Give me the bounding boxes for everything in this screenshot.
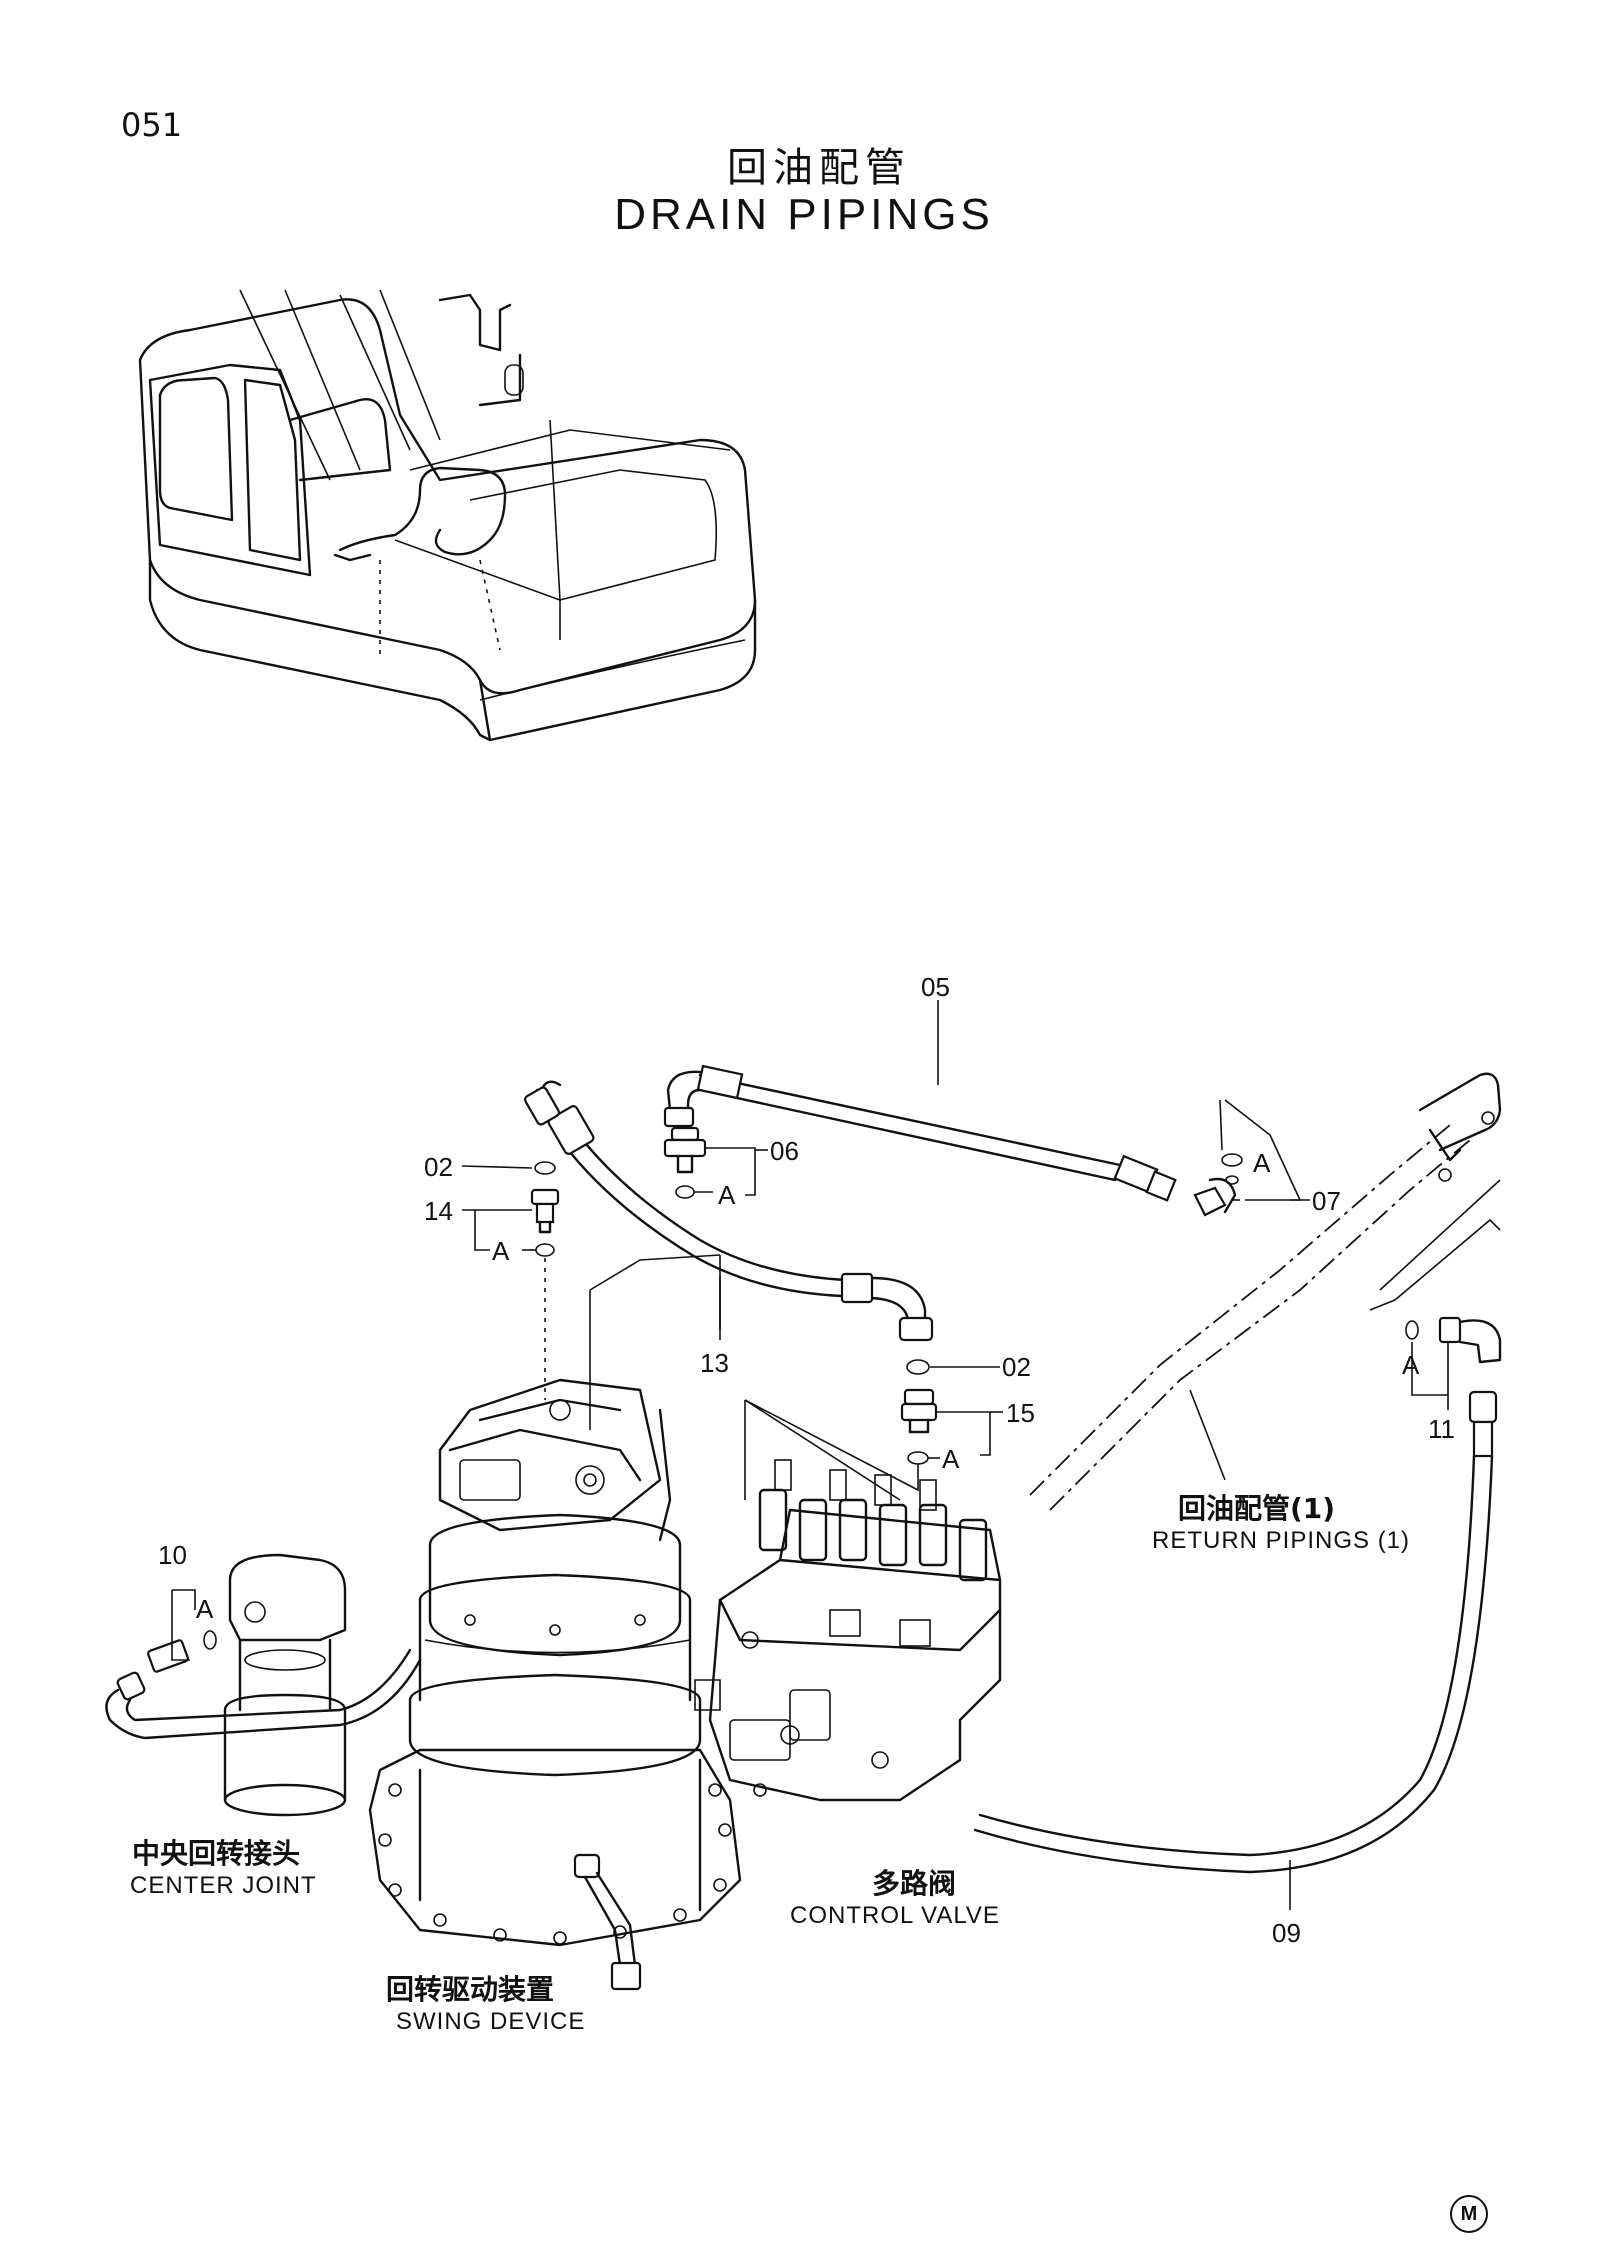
detail-a-marker-06: A: [718, 1180, 736, 1210]
ref-10: 10: [158, 1540, 187, 1570]
control-valve-illustration: [694, 1399, 1002, 1802]
fitting-11: [1369, 1218, 1502, 1364]
excavator-overview-illustration: [138, 289, 757, 742]
center-joint-illustration: [105, 1553, 422, 1817]
ref-02-mid: 02: [1002, 1352, 1031, 1382]
swing-device-label-en: SWING DEVICE: [396, 2008, 586, 2035]
ref-14: 14: [424, 1196, 453, 1226]
ref-02-top: 02: [424, 1152, 453, 1182]
page-number: 051: [121, 106, 183, 144]
return-pipings-label-cn: 回油配管(1): [1178, 1492, 1336, 1525]
detail-a-marker-10: A: [196, 1594, 214, 1624]
hose-09: [973, 1390, 1498, 1874]
page-title-english: DRAIN PIPINGS: [614, 190, 994, 239]
fittings-top-group: [530, 1126, 1243, 1400]
detail-a-marker-15: A: [942, 1444, 960, 1474]
control-valve-label-cn: 多路阀: [872, 1867, 957, 1900]
ref-05: 05: [921, 972, 950, 1002]
ref-13: 13: [700, 1348, 729, 1378]
swing-device-label-cn: 回转驱动装置: [386, 1973, 555, 2006]
control-valve-label-en: CONTROL VALVE: [790, 1902, 1000, 1929]
center-joint-label-en: CENTER JOINT: [130, 1872, 317, 1899]
ref-07: 07: [1312, 1186, 1341, 1216]
fittings-mid-group: [744, 1359, 938, 1500]
callout-leader-lines: [171, 1000, 1501, 1910]
detail-a-marker-07: A: [1253, 1148, 1271, 1178]
ref-11: 11: [1428, 1414, 1455, 1444]
center-joint-label-cn: 中央回转接头: [132, 1837, 301, 1870]
corner-circled-m-mark: M: [1450, 2195, 1488, 2233]
return-pipings-label-en: RETURN PIPINGS (1): [1152, 1527, 1411, 1554]
swing-device-illustration: [368, 1378, 742, 1991]
detail-a-marker-14: A: [492, 1236, 510, 1266]
return-pipings-1-outline: [1029, 1072, 1502, 1511]
detail-a-marker-11: A: [1402, 1350, 1420, 1380]
hose-05: [663, 1064, 1177, 1202]
ref-06: 06: [770, 1136, 799, 1166]
ref-09: 09: [1272, 1918, 1301, 1948]
page-title-chinese: 回油配管: [727, 145, 911, 191]
hose-13: [523, 1080, 934, 1430]
ref-15: 15: [1006, 1398, 1035, 1428]
